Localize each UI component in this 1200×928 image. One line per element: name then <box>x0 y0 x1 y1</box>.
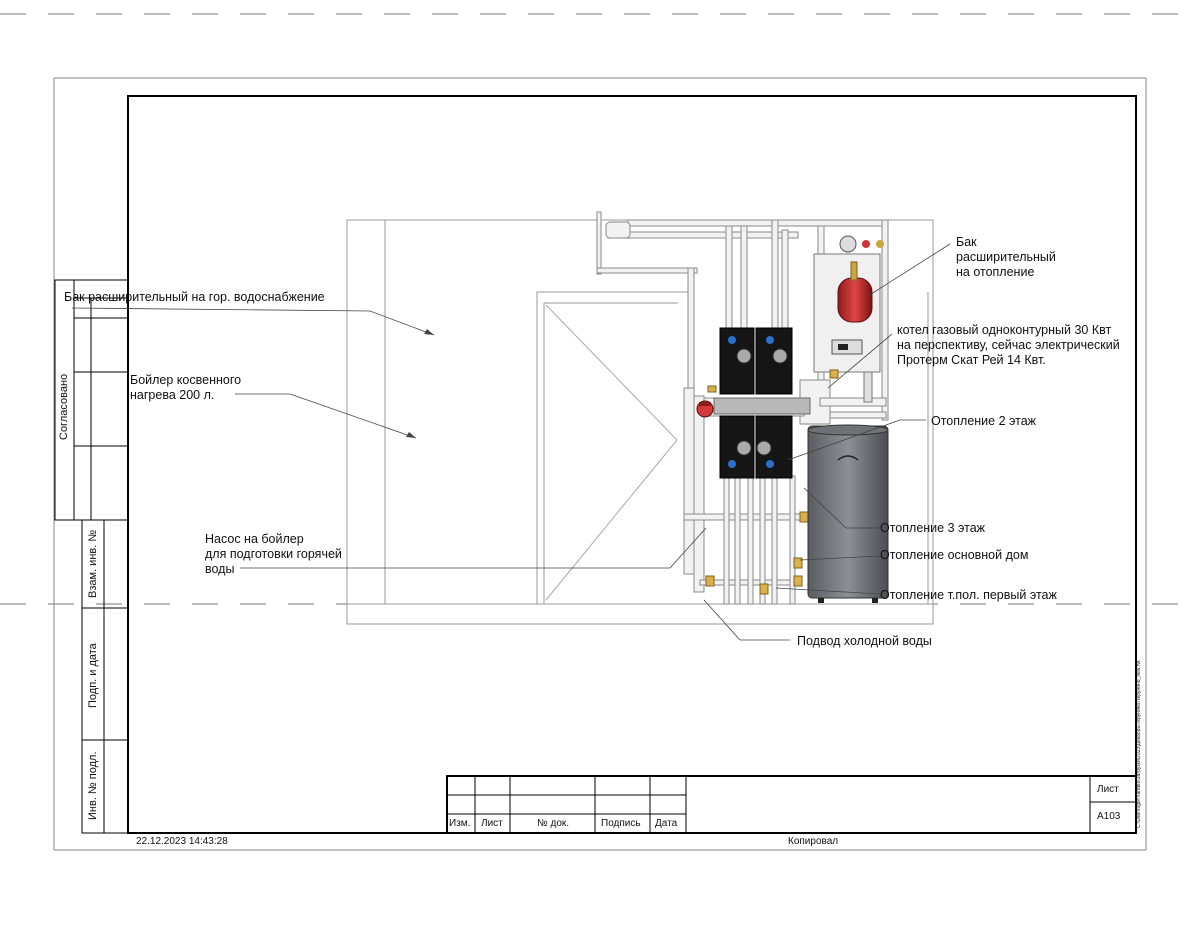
door-swing <box>545 304 678 601</box>
stamp-inventory: Инв. № подл. <box>87 751 99 820</box>
tb-col-signature: Подпись <box>601 818 641 829</box>
tb-col-sheet: Лист <box>481 818 503 829</box>
boiler-pump <box>696 400 714 418</box>
outer-sheet-border <box>53 77 1147 851</box>
tb-col-doc-no: № док. <box>537 818 570 829</box>
indirect-boiler-tank <box>807 424 889 603</box>
tb-col-change: Изм. <box>449 818 471 829</box>
label-heating-main-house: Отопление основной дом <box>880 548 1029 562</box>
label-heating-floor2: Отопление 2 этаж <box>931 414 1037 428</box>
label-gas-boiler: котел газовый одноконтурный 30 Квт на пе… <box>897 323 1120 367</box>
label-boiler-pump: Насос на бойлер для подготовки горячей в… <box>205 532 342 576</box>
expansion-tank-heating <box>837 235 884 323</box>
tb-sheet-number: A103 <box>1097 811 1121 822</box>
manifold <box>713 397 811 415</box>
label-expansion-tank-heating: Бак расширительный на отопление <box>956 235 1056 279</box>
label-floor-heating: Отопление т.пол. первый этаж <box>880 588 1057 602</box>
label-heating-floor3: Отопление 3 этаж <box>880 521 986 535</box>
tb-col-date: Дата <box>655 818 678 829</box>
leader-lines <box>71 243 951 641</box>
leader-arrows <box>406 329 434 438</box>
print-timestamp: 22.12.2023 14:43:28 <box>136 836 228 847</box>
label-indirect-boiler: Бойлер косвенного нагрева 200 л. <box>130 373 242 402</box>
brass-valves <box>705 369 839 595</box>
side-stamp <box>54 279 129 834</box>
pump-group-lower <box>719 415 793 479</box>
drawing-frame <box>127 95 1137 834</box>
tb-sheet-label: Лист <box>1097 784 1119 795</box>
tb-copied: Копировал <box>788 836 839 847</box>
stamp-interchange: Взам. инв. № <box>87 529 99 598</box>
pump-group-upper <box>719 327 793 395</box>
file-path: C:\Users\igor\Yandex\Загрузки\2023\Декаб… <box>1136 660 1142 828</box>
label-cold-water: Подвод холодной воды <box>797 634 932 648</box>
label-expansion-tank-dhw: Бак расширительный на гор. водоснабжение <box>64 290 325 304</box>
stamp-signature-date: Подп. и дата <box>87 643 99 708</box>
title-block <box>446 775 1137 834</box>
pipe-network <box>596 211 889 605</box>
stamp-agreed: Согласовано <box>58 373 70 440</box>
